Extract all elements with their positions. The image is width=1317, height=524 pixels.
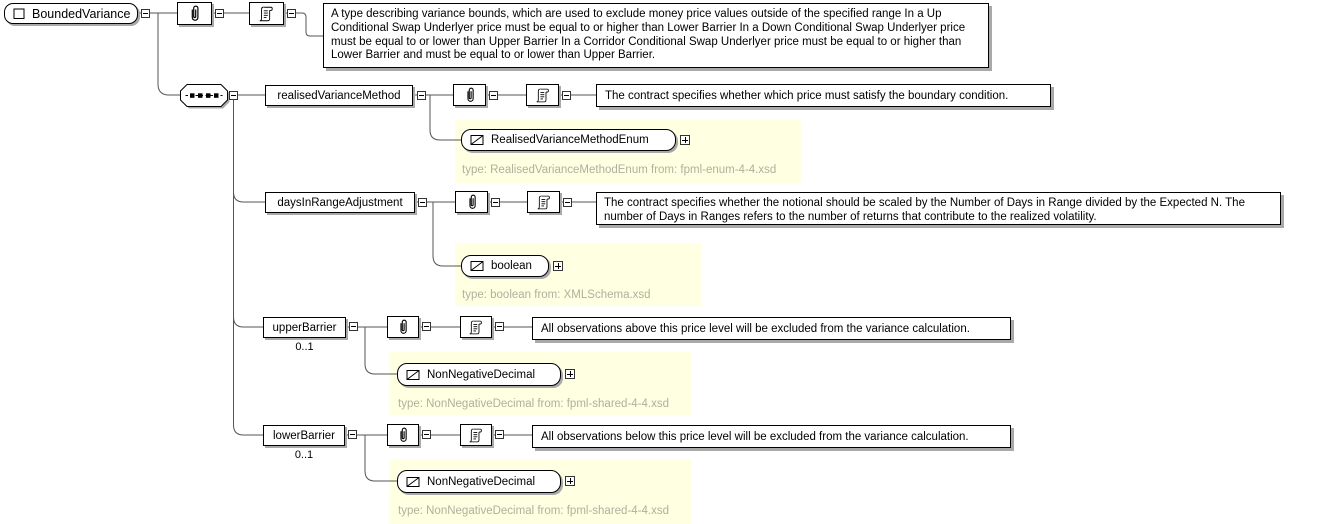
element-upperBarrier[interactable]: upperBarrier xyxy=(263,317,346,338)
collapse-toggle[interactable] xyxy=(417,91,426,100)
scroll-icon xyxy=(536,194,552,211)
type-note: type: NonNegativeDecimal from: fpml-shar… xyxy=(398,505,669,517)
type-box-boolean[interactable]: boolean xyxy=(461,255,549,277)
collapse-toggle[interactable] xyxy=(418,198,427,207)
element-daysInRangeAdjustment[interactable]: daysInRangeAdjustment xyxy=(265,192,415,213)
collapse-toggle[interactable] xyxy=(141,9,150,18)
collapse-toggle[interactable] xyxy=(229,91,238,100)
element-documentation: The contract specifies whether which pri… xyxy=(596,84,1051,107)
collapse-toggle[interactable] xyxy=(349,322,358,331)
annotation-node[interactable] xyxy=(460,316,492,338)
scroll-icon xyxy=(258,5,275,23)
sequence-icon xyxy=(180,84,230,109)
collapse-toggle[interactable] xyxy=(215,9,224,18)
root-type-label: BoundedVariance xyxy=(32,6,131,21)
collapse-toggle[interactable] xyxy=(422,430,431,439)
type-note: type: boolean from: XMLSchema.xsd xyxy=(462,289,651,301)
expand-toggle[interactable] xyxy=(565,476,575,486)
expand-toggle[interactable] xyxy=(553,261,563,271)
expand-toggle[interactable] xyxy=(680,135,690,145)
collapse-toggle[interactable] xyxy=(348,430,357,439)
attributes-node[interactable] xyxy=(453,84,486,106)
attributes-node[interactable] xyxy=(387,316,419,338)
element-label: daysInRangeAdjustment xyxy=(277,196,403,209)
attributes-node[interactable] xyxy=(177,2,212,25)
annotation-node[interactable] xyxy=(526,84,559,106)
attributes-node[interactable] xyxy=(455,191,488,213)
type-note: type: NonNegativeDecimal from: fpml-shar… xyxy=(398,398,669,410)
element-lowerBarrier[interactable]: lowerBarrier xyxy=(263,425,345,446)
sequence-indicator[interactable] xyxy=(180,84,231,110)
collapse-toggle[interactable] xyxy=(489,91,498,100)
paperclip-icon xyxy=(397,318,409,336)
simpletype-icon xyxy=(470,134,484,146)
element-realisedVarianceMethod[interactable]: realisedVarianceMethod xyxy=(265,85,413,106)
scroll-icon xyxy=(468,427,484,444)
type-label: NonNegativeDecimal xyxy=(427,475,536,488)
paperclip-icon xyxy=(466,193,478,211)
collapse-toggle[interactable] xyxy=(491,198,500,207)
element-label: realisedVarianceMethod xyxy=(277,89,401,102)
simpletype-icon xyxy=(406,369,420,381)
element-documentation: All observations above this price level … xyxy=(532,317,1011,340)
complex-type-icon xyxy=(13,8,25,20)
type-box-NonNegativeDecimal[interactable]: NonNegativeDecimal xyxy=(397,470,561,493)
expand-toggle[interactable] xyxy=(565,369,575,379)
element-documentation: All observations below this price level … xyxy=(532,425,1011,448)
paperclip-icon xyxy=(464,86,476,104)
annotation-node[interactable] xyxy=(460,424,492,446)
collapse-toggle[interactable] xyxy=(287,9,296,18)
collapse-toggle[interactable] xyxy=(422,322,431,331)
type-box-RealisedVarianceMethodEnum[interactable]: RealisedVarianceMethodEnum xyxy=(461,129,676,151)
type-label: RealisedVarianceMethodEnum xyxy=(491,134,649,146)
scroll-icon xyxy=(535,87,551,104)
root-documentation: A type describing variance bounds, which… xyxy=(323,3,989,68)
type-label: boolean xyxy=(491,260,532,272)
simpletype-icon xyxy=(470,260,484,272)
annotation-node[interactable] xyxy=(527,191,560,213)
paperclip-icon xyxy=(397,426,409,444)
root-type-box[interactable]: BoundedVariance xyxy=(4,3,138,24)
collapse-toggle[interactable] xyxy=(495,322,504,331)
element-label: upperBarrier xyxy=(272,321,337,334)
collapse-toggle[interactable] xyxy=(563,198,572,207)
cardinality-label: 0..1 xyxy=(294,449,314,461)
attributes-node[interactable] xyxy=(387,424,419,446)
collapse-toggle[interactable] xyxy=(562,91,571,100)
simpletype-icon xyxy=(406,476,420,488)
type-note: type: RealisedVarianceMethodEnum from: f… xyxy=(462,164,777,176)
scroll-icon xyxy=(468,319,484,336)
annotation-node[interactable] xyxy=(249,2,284,25)
element-label: lowerBarrier xyxy=(273,429,335,442)
paperclip-icon xyxy=(188,4,201,23)
type-box-NonNegativeDecimal[interactable]: NonNegativeDecimal xyxy=(397,363,561,386)
type-label: NonNegativeDecimal xyxy=(427,368,536,381)
element-documentation: The contract specifies whether the notio… xyxy=(596,192,1281,225)
collapse-toggle[interactable] xyxy=(495,430,504,439)
cardinality-label: 0..1 xyxy=(295,341,314,353)
